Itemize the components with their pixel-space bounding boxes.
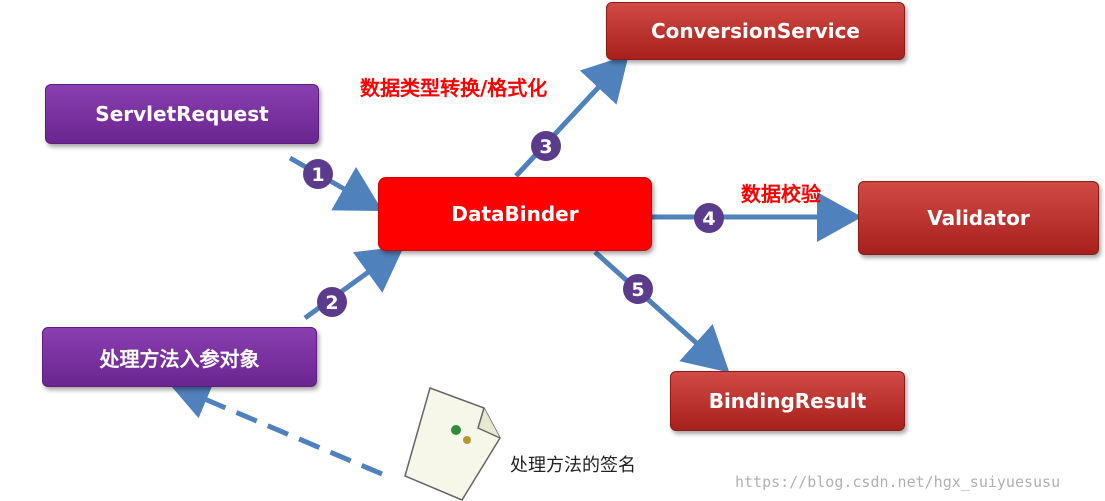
step-5: 5 [623, 274, 653, 304]
step-2: 2 [317, 287, 347, 317]
arrow-signature-to-params [169, 381, 383, 477]
arrow-databinder-to-bindingresult [593, 250, 730, 373]
binding-result-label: BindingResult [708, 389, 867, 413]
validator-box: Validator [858, 181, 1099, 255]
svg-text:5: 5 [631, 279, 644, 301]
method-params-box: 处理方法入参对象 [42, 327, 317, 387]
binding-result-box: BindingResult [670, 371, 905, 431]
arrow-databinder-to-conversionservice [514, 54, 629, 178]
servlet-request-label: ServletRequest [95, 102, 269, 126]
step-4: 4 [694, 203, 724, 233]
watermark: https://blog.csdn.net/hgx_suiyuesusu [735, 473, 1061, 491]
svg-text:3: 3 [539, 136, 552, 158]
svg-text:4: 4 [702, 208, 715, 230]
signature-caption: 处理方法的签名 [510, 455, 636, 476]
databinder-box: DataBinder [378, 177, 652, 251]
step-3: 3 [531, 131, 561, 161]
svg-text:1: 1 [311, 164, 324, 186]
method-params-label: 处理方法入参对象 [99, 346, 260, 371]
servlet-request-box: ServletRequest [45, 84, 319, 144]
validator-label: Validator [927, 206, 1030, 230]
conversion-service-box: ConversionService [606, 2, 905, 60]
document-icon [404, 387, 501, 501]
arrow-servletrequest-to-databinder [288, 155, 383, 211]
gear-icon [451, 425, 471, 444]
step-1: 1 [303, 159, 333, 189]
conversion-service-label: ConversionService [650, 19, 860, 43]
validation-label: 数据校验 [741, 182, 821, 206]
conversion-label: 数据类型转换/格式化 [360, 76, 548, 100]
databinder-label: DataBinder [451, 202, 579, 226]
svg-text:2: 2 [325, 292, 338, 314]
